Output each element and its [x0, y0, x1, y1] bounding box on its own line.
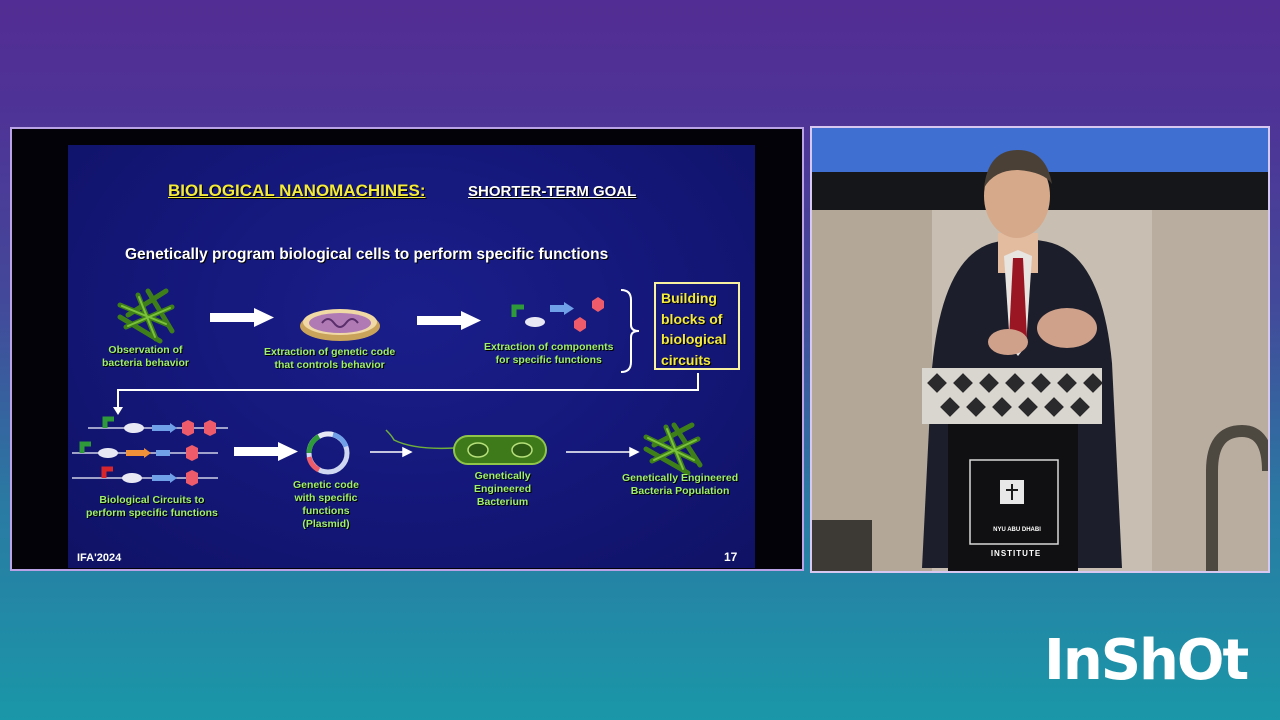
speaker-scene — [812, 128, 1268, 571]
cell-icon — [300, 309, 380, 341]
process-arrow-icon — [210, 308, 481, 330]
slide-footer-conference: IFA'2024 — [77, 552, 122, 564]
caption-circuits: Biological Circuits to perform specific … — [86, 494, 218, 519]
bracket-shape — [620, 289, 640, 373]
slide-title-subheading: SHORTER-TERM GOAL — [468, 183, 637, 200]
engineered-bacterium-icon — [385, 429, 547, 465]
circuit-diagram-icon — [72, 416, 228, 486]
caption-plasmid: Genetic code with specific functions (Pl… — [293, 479, 359, 530]
slide-page-number: 17 — [724, 550, 738, 564]
podium-institute-label: INSTITUTE — [990, 549, 1042, 558]
slide-subtitle: Genetically program biological cells to … — [125, 246, 609, 263]
slide-panel: BIOLOGICAL NANOMACHINES: SHORTER-TERM GO… — [10, 127, 804, 571]
caption-engineered-bacterium: Genetically Engineered Bacterium — [474, 470, 532, 508]
speaker-camera-panel: NYU ABU DHABI INSTITUTE — [810, 126, 1270, 573]
podium — [922, 368, 1103, 571]
presentation-slide: BIOLOGICAL NANOMACHINES: SHORTER-TERM GO… — [68, 145, 755, 568]
inshot-watermark-logo: InShOt — [1044, 628, 1249, 693]
podium-logo-text: NYU ABU DHABI — [993, 527, 1041, 533]
caption-population: Genetically Engineered Bacteria Populati… — [622, 472, 739, 497]
plasmid-icon — [306, 431, 350, 475]
slide-diagram — [72, 288, 703, 486]
caption-observation: Observation of bacteria behavior — [102, 344, 189, 369]
slide-title: BIOLOGICAL NANOMACHINES: — [168, 181, 426, 200]
caption-extraction-code: Extraction of genetic code that controls… — [264, 346, 396, 371]
components-icon — [511, 297, 604, 332]
building-blocks-box: Building blocks of biological circuits — [654, 282, 740, 370]
caption-extraction-components: Extraction of components for specific fu… — [484, 341, 614, 366]
